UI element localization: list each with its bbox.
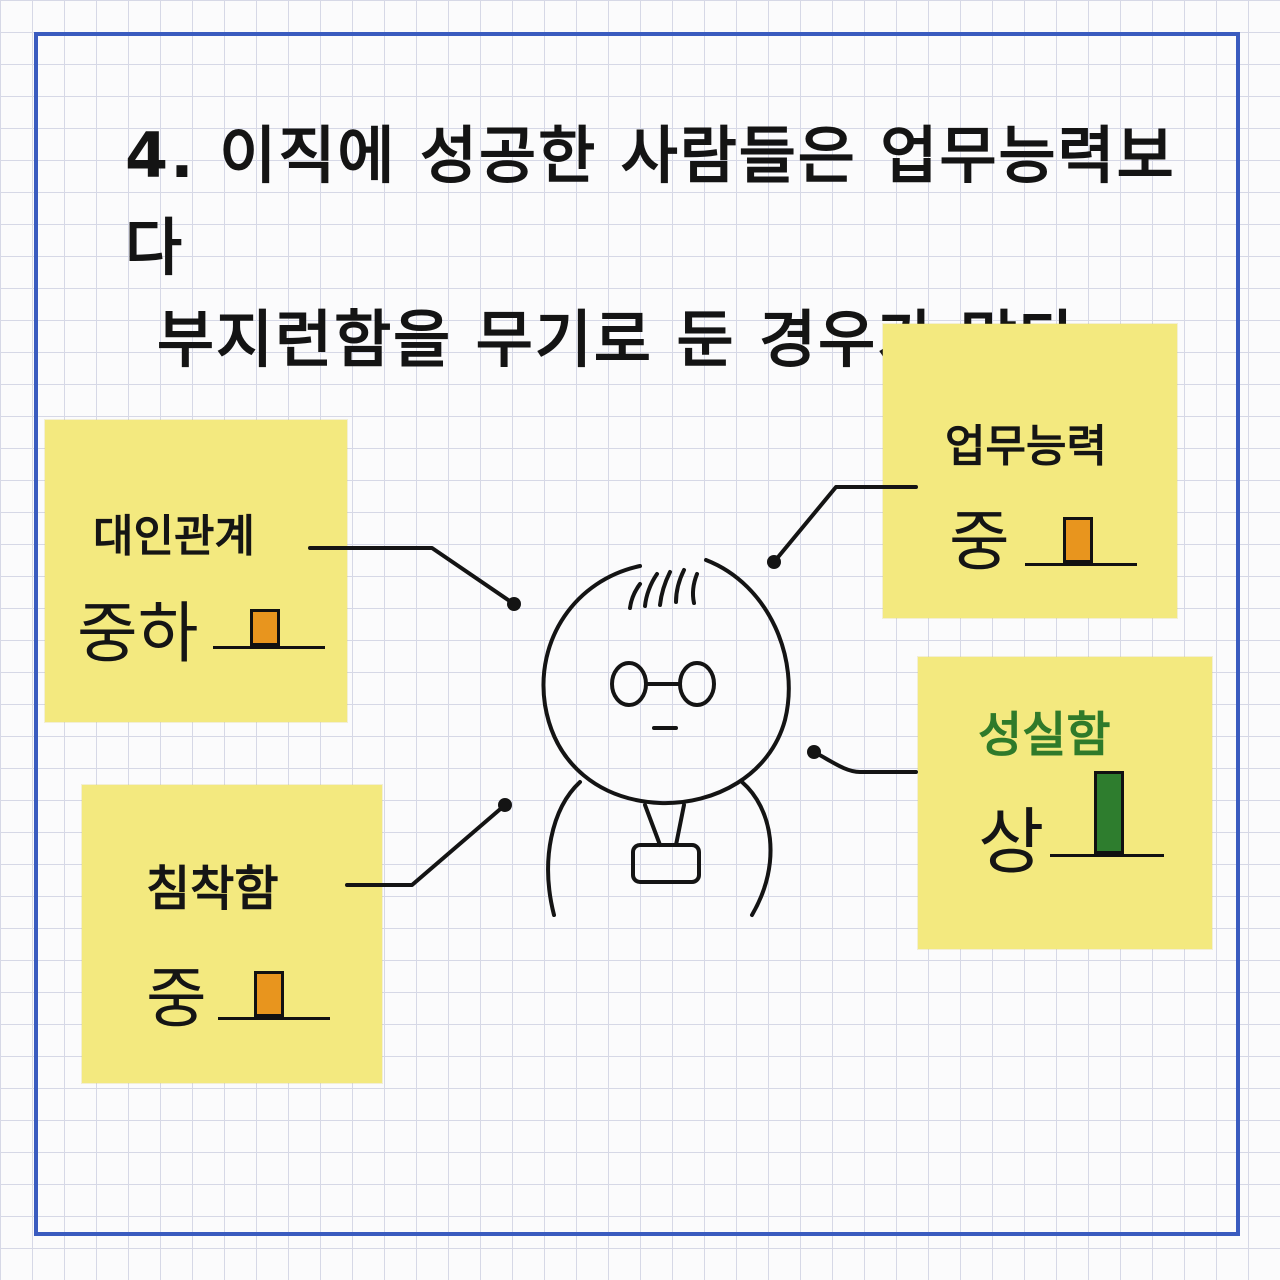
connector-dot [507,597,521,611]
note-calmness: 침착함 중 [82,785,382,1083]
connector-dot [807,745,821,759]
glasses-left-lens [610,661,648,707]
note-level: 중하 [77,595,199,672]
connector-line [308,546,516,606]
note-label: 업무능력 [945,421,1107,472]
left-shoulder [546,780,582,917]
level-bar [1063,517,1093,563]
bar-baseline [1050,854,1164,857]
connector-line [772,485,918,564]
note-label: 대인관계 [93,511,255,562]
right-shoulder [740,780,773,917]
note-interpersonal: 대인관계 중하 [45,420,347,722]
bar-baseline [218,1017,330,1020]
glasses-right-lens [678,661,716,707]
hair-strand [658,570,672,607]
bar-baseline [213,646,325,649]
headline-line1: 4. 이직에 성공한 사람들은 업무능력보다 [125,119,1176,284]
bar-baseline [1025,563,1137,566]
note-level: 중 [146,960,207,1037]
head-outline [541,558,791,806]
hair-strand [691,572,699,605]
connector-dot [498,798,512,812]
note-work-ability: 업무능력 중 [883,324,1177,618]
level-bar [250,609,280,646]
lanyard [643,803,686,847]
border-frame [34,32,1240,1236]
note-label: 침착함 [146,861,279,917]
connector-dot [767,555,781,569]
note-diligence: 성실함 상 [918,657,1212,949]
id-badge [631,843,701,884]
hair-strand [674,568,686,604]
note-level: 상 [978,800,1045,884]
connector-line [812,750,918,774]
note-label: 성실함 [978,707,1111,763]
hair-strand [628,582,642,610]
hair-strand [643,572,659,608]
level-bar [1094,771,1124,854]
note-level: 중 [949,503,1010,580]
level-bar [254,971,284,1017]
connector-line [345,803,507,887]
